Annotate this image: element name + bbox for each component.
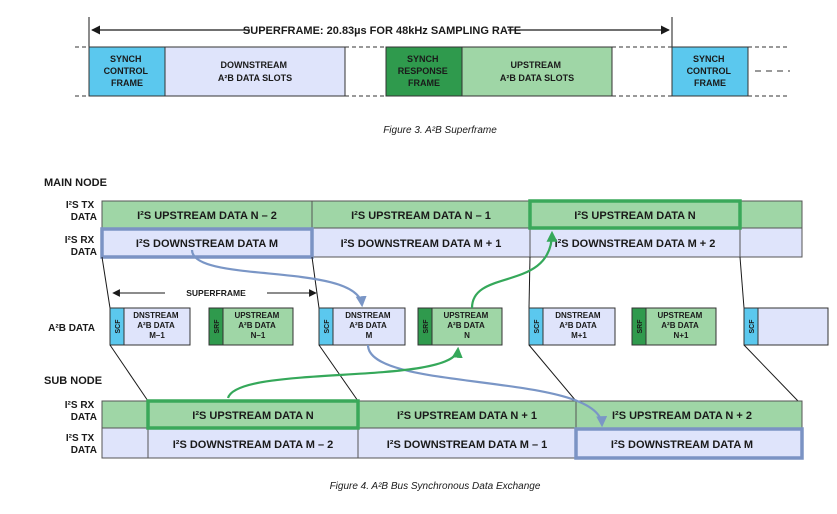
a2b-block-text: DNSTREAM A²B DATA M xyxy=(345,311,393,340)
fig3-box-0-text: SYNCH CONTROL FRAME xyxy=(104,54,151,88)
a2b-block-text: DNSTREAM A²B DATA M+1 xyxy=(555,311,603,340)
fig3-box-2-text: SYNCH RESPONSE FRAME xyxy=(398,54,451,88)
fig3-downstream-slots xyxy=(164,46,346,97)
a2b-block-tag: SCF xyxy=(115,319,122,334)
main-rx-cell-2: I²S DOWNSTREAM DATA M + 2 xyxy=(555,238,716,250)
sub-tx-cell-1: I²S DOWNSTREAM DATA M – 1 xyxy=(387,439,548,451)
a2b-data-box xyxy=(123,307,191,346)
fig3-box-3-text: UPSTREAM A²B DATA SLOTS xyxy=(500,60,574,83)
a2b-block-4: SCF DNSTREAM A²B DATA M+1 xyxy=(528,307,616,346)
main-tx-cell-1: I²S UPSTREAM DATA N – 1 xyxy=(351,210,491,222)
sub-tx-cell-0: I²S DOWNSTREAM DATA M – 2 xyxy=(173,439,334,451)
a2b-data-box xyxy=(757,307,829,346)
fig3-box-1-text: DOWNSTREAM A²B DATA SLOTS xyxy=(218,60,292,83)
sub-rx-cell-0: I²S UPSTREAM DATA N xyxy=(192,410,313,422)
row-label-main-tx: I²S TX DATA xyxy=(66,200,97,223)
main-projection-lines xyxy=(101,256,745,309)
a2b-block-1: SRF UPSTREAM A²B DATA N–1 xyxy=(208,307,294,346)
a2b-block-tag: SRF xyxy=(423,319,430,334)
highlight-main-rx-m xyxy=(100,227,314,259)
a2b-block-text: UPSTREAM A²B DATA N–1 xyxy=(234,311,281,340)
fig3-synch-control-frame xyxy=(88,46,166,97)
a2b-block-text: DNSTREAM A²B DATA M–1 xyxy=(133,311,181,340)
a2b-data-box xyxy=(542,307,616,346)
a2b-data-box xyxy=(431,307,503,346)
fig3-box-4-text: SYNCH CONTROL FRAME xyxy=(687,54,734,88)
row-label-a2b: A²B DATA xyxy=(48,323,95,334)
a2b-block-tag: SRF xyxy=(637,319,644,334)
main-tx-cell-2: I²S UPSTREAM DATA N xyxy=(574,210,695,222)
sub-rx-cell-1: I²S UPSTREAM DATA N + 1 xyxy=(397,410,537,422)
main-rx-cell-0: I²S DOWNSTREAM DATA M xyxy=(136,238,278,250)
fig4-caption: Figure 4. A²B Bus Synchronous Data Excha… xyxy=(330,481,541,492)
flow-arrow-upstream-sub-to-a2b xyxy=(226,346,463,399)
a2b-data-box xyxy=(222,307,294,346)
highlight-main-tx-n xyxy=(528,199,742,230)
a2b-block-tag: SCF xyxy=(324,319,331,334)
sub-rx-cell-2: I²S UPSTREAM DATA N + 2 xyxy=(612,410,752,422)
a2b-block-tag: SCF xyxy=(749,319,756,334)
a2b-block-text: UPSTREAM A²B DATA N xyxy=(443,311,490,340)
a2b-block-2: SCF DNSTREAM A²B DATA M xyxy=(318,307,406,346)
sub-tx-cell-2: I²S DOWNSTREAM DATA M xyxy=(611,439,753,451)
fig3-caption: Figure 3. A²B Superframe xyxy=(383,125,497,136)
a2b-block-3: SRF UPSTREAM A²B DATA N xyxy=(417,307,503,346)
fig3-superframe-label: SUPERFRAME: 20.83µs FOR 48kHz SAMPLING R… xyxy=(243,25,521,37)
row-label-sub-rx: I²S RX DATA xyxy=(65,400,97,423)
main-tx-cell-0: I²S UPSTREAM DATA N – 2 xyxy=(137,210,277,222)
sub-tx-row xyxy=(101,427,803,459)
main-rx-row xyxy=(101,227,803,258)
a2b-block-tag: SCF xyxy=(534,319,541,334)
a2b-block-text: UPSTREAM A²B DATA N+1 xyxy=(657,311,704,340)
sub-rx-row xyxy=(101,400,803,429)
highlight-sub-tx-m xyxy=(574,427,804,460)
flow-arrow-downstream-a2b-to-sub xyxy=(366,344,608,428)
fig3-synch-control-frame-next xyxy=(671,46,749,97)
a2b-block-6: SCF xyxy=(743,307,829,346)
figure-3-superframe: SUPERFRAME: 20.83µs FOR 48kHz SAMPLING R… xyxy=(75,17,790,136)
highlight-sub-rx-n xyxy=(146,399,360,430)
a2b-block-5: SRF UPSTREAM A²B DATA N+1 xyxy=(631,307,717,346)
main-rx-cell-1: I²S DOWNSTREAM DATA M + 1 xyxy=(341,238,502,250)
flow-arrow-upstream-a2b-to-main xyxy=(470,230,558,309)
main-tx-row xyxy=(101,200,803,229)
row-label-main-rx: I²S RX DATA xyxy=(65,235,97,258)
a2b-block-0: SCF DNSTREAM A²B DATA M–1 xyxy=(109,307,191,346)
sub-node-label: SUB NODE xyxy=(44,375,102,387)
flow-arrow-downstream-main-to-a2b xyxy=(190,249,367,308)
fig3-upstream-slots xyxy=(461,46,613,97)
main-node-label: MAIN NODE xyxy=(44,177,107,189)
a2b-block-tag: SRF xyxy=(214,319,221,334)
figure-4-data-exchange: MAIN NODE I²S TX DATA I²S RX DATA A²B DA… xyxy=(44,177,829,492)
sub-projection-lines xyxy=(109,344,799,402)
fig4-superframe-label: SUPERFRAME xyxy=(186,288,246,298)
a2b-data-box xyxy=(645,307,717,346)
row-label-sub-tx: I²S TX DATA xyxy=(66,433,97,456)
